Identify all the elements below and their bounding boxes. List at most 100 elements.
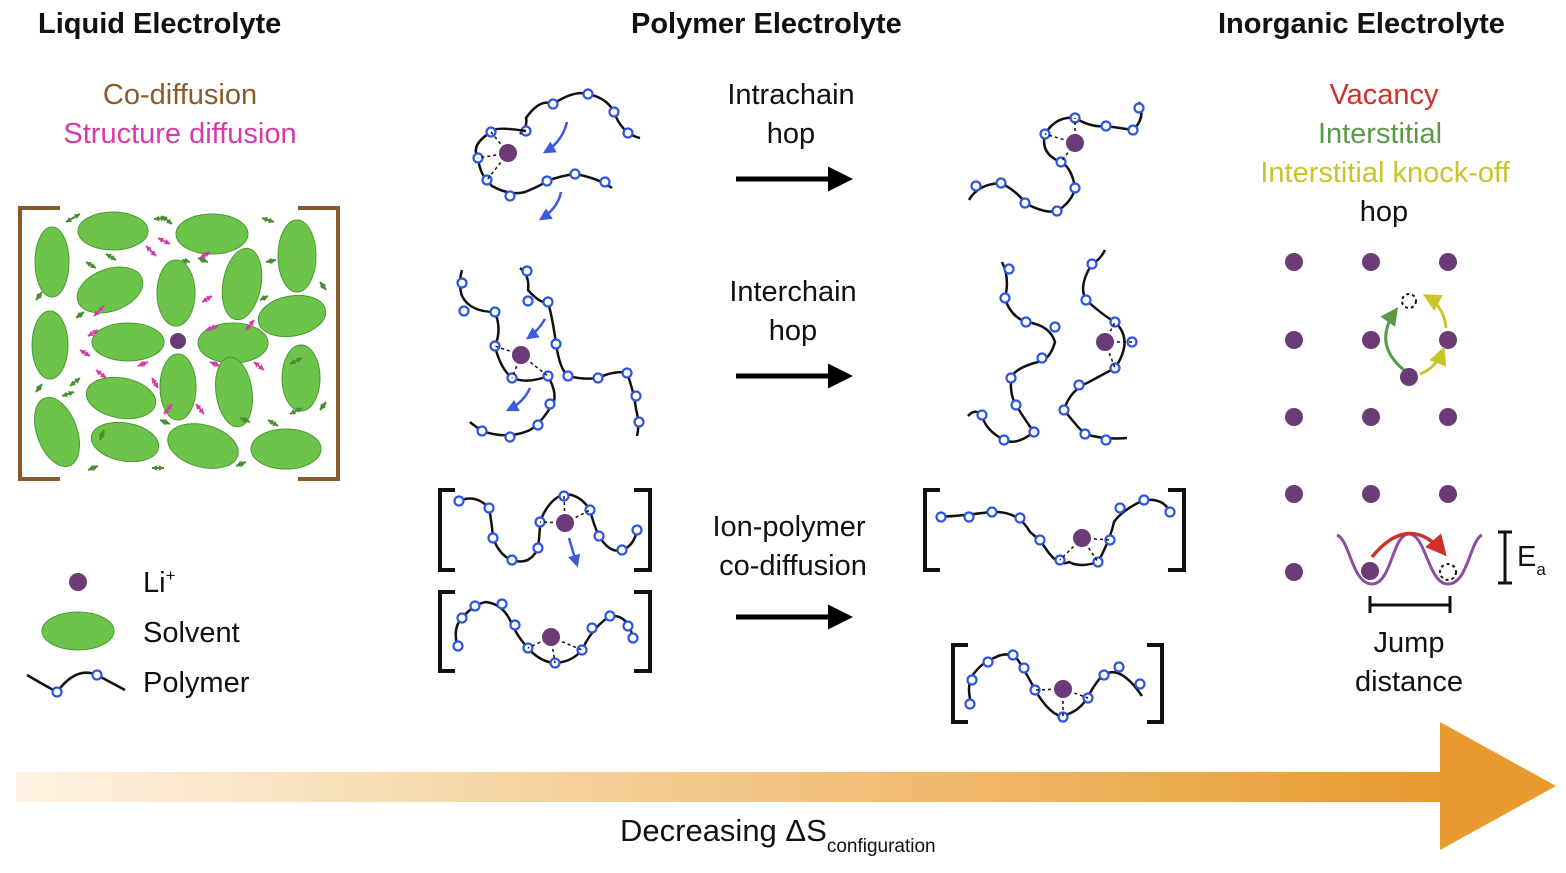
legend-solvent-label: Solvent xyxy=(143,617,240,649)
coordination-bond xyxy=(527,636,552,649)
polymer-chain xyxy=(967,261,1061,446)
arrow-head xyxy=(88,465,94,471)
arrow-head xyxy=(96,370,102,376)
polymer-bead xyxy=(485,126,497,138)
coordination-bond xyxy=(477,152,509,159)
polymer-bead xyxy=(1100,120,1112,132)
polymer-backbone xyxy=(519,267,640,437)
hop-arrow xyxy=(505,387,532,412)
arrow-head xyxy=(290,409,296,415)
label-ion-polymer: Ion-polymer xyxy=(712,511,865,543)
arrow-head xyxy=(166,404,172,410)
polymer-bead xyxy=(1028,426,1040,438)
lattice-ion xyxy=(1285,485,1303,503)
polymer-backbone xyxy=(967,101,1143,213)
polymer-bead xyxy=(1127,124,1139,136)
arrow-head xyxy=(248,320,254,326)
jump-arrow xyxy=(1370,531,1447,559)
jump-distance-bar xyxy=(1368,596,1452,613)
arrow-head xyxy=(202,257,208,263)
polymer-bead xyxy=(476,425,488,437)
solvent-molecules xyxy=(31,211,327,470)
polymer-chain xyxy=(456,269,556,443)
arrow-head xyxy=(36,384,42,390)
polymer-backbone xyxy=(936,498,1172,567)
arrow-head xyxy=(100,372,106,378)
arrow-head xyxy=(296,357,302,363)
polymer-bead xyxy=(1164,506,1176,518)
polymer-bead xyxy=(1104,534,1116,546)
solvent-molecule xyxy=(31,310,69,380)
lattice-ion xyxy=(1439,408,1457,426)
arrow-head xyxy=(182,258,188,265)
polymer-bead xyxy=(489,340,501,352)
lattice-ion xyxy=(1362,331,1380,349)
arrow-head xyxy=(98,306,104,312)
hop-arrow xyxy=(538,191,563,221)
solvent-molecule xyxy=(257,294,327,338)
polymer-bead xyxy=(630,390,642,402)
arrow-head xyxy=(74,214,80,220)
gradient-shaft xyxy=(16,772,1444,802)
interstitial-path xyxy=(1380,307,1405,372)
hop-arrow xyxy=(542,121,569,154)
arrow-head xyxy=(196,404,202,410)
polymer-bead xyxy=(586,622,598,634)
coordination-bond xyxy=(1060,142,1076,163)
polymer-bead xyxy=(1019,197,1031,209)
arrow-head xyxy=(262,216,268,223)
polymer-bead xyxy=(1133,102,1145,114)
polymer-bead xyxy=(489,306,501,318)
solvent-molecule xyxy=(281,344,321,412)
arrow-head xyxy=(160,419,166,425)
polymer-chain xyxy=(453,490,643,566)
jump-label-1: Jump xyxy=(1374,627,1445,659)
arrow-head xyxy=(164,408,170,414)
li-ion xyxy=(1096,333,1114,351)
arrow-head xyxy=(62,391,68,398)
lattice-ion xyxy=(1362,485,1380,503)
polymer-bead xyxy=(504,190,516,202)
polymer-bead xyxy=(1014,512,1026,524)
lattice-ion xyxy=(1439,253,1457,271)
polymer-bead xyxy=(458,305,470,317)
solvent-molecule xyxy=(156,259,196,327)
polymer-bead xyxy=(1003,263,1015,275)
polymer-bead xyxy=(995,177,1007,189)
polymer-backbone xyxy=(1062,249,1128,440)
label-co-diffusion: co-diffusion xyxy=(719,550,867,582)
polymer-bead xyxy=(593,530,605,542)
entropy-label: Decreasing ΔSconfiguration xyxy=(620,813,936,857)
polymer-bead xyxy=(1098,669,1110,681)
coordination-bond xyxy=(563,495,566,524)
li-ion xyxy=(170,333,186,349)
arrow-head xyxy=(164,419,170,425)
polymer-backbone xyxy=(519,91,641,140)
arrow-head xyxy=(1440,722,1556,850)
mech-interstitial: Interstitial xyxy=(1318,118,1442,150)
solvent-molecule xyxy=(221,247,263,321)
polymer-bead xyxy=(532,542,544,554)
polymer-chain xyxy=(967,101,1145,217)
polymer-bead xyxy=(558,490,570,502)
arrow-head xyxy=(320,402,326,408)
brackets-co-diffusion xyxy=(438,488,1186,724)
arrow-head xyxy=(90,262,96,268)
bracket xyxy=(438,488,455,572)
arrow-head xyxy=(110,254,116,260)
polymer-bead xyxy=(966,674,978,686)
arrow-head xyxy=(74,378,80,384)
coordination-bond xyxy=(490,131,509,154)
polymer-bead xyxy=(1134,678,1146,690)
coordination-bond xyxy=(1104,321,1116,343)
arrow-head xyxy=(36,386,42,392)
arrow-head xyxy=(86,262,92,268)
coordination-bond xyxy=(539,521,566,524)
polymer-bead xyxy=(1058,404,1070,416)
arrow-head xyxy=(214,361,220,367)
arrow-head xyxy=(270,258,276,264)
bracket xyxy=(1147,643,1164,724)
arrow-head xyxy=(80,350,86,356)
arrow-head xyxy=(244,417,250,423)
polymer-bead xyxy=(483,502,495,514)
